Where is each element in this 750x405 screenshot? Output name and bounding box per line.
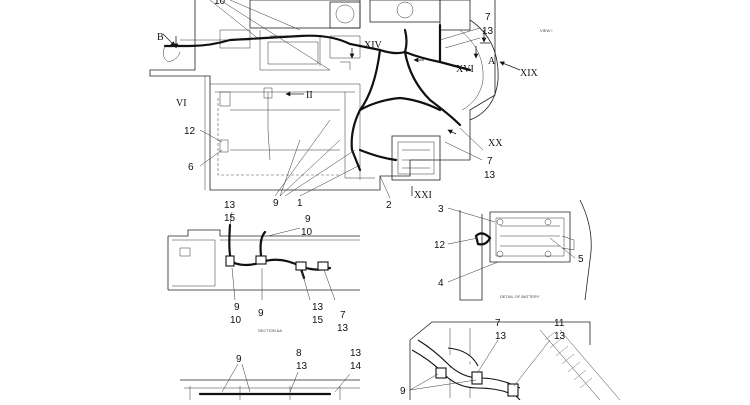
section-aa-view bbox=[167, 211, 360, 301]
callout-6-left: 6 bbox=[188, 162, 194, 173]
callout-8-bottom: 8 bbox=[296, 348, 302, 359]
callout-12-battery: 12 bbox=[434, 240, 446, 251]
view-marker-a: A bbox=[488, 56, 496, 67]
callout-13-section-b: 13 bbox=[312, 302, 324, 313]
callout-14-bottom: 14 bbox=[350, 361, 362, 372]
callout-13-mid: 13 bbox=[484, 170, 496, 181]
callout-9-main: 9 bbox=[273, 198, 279, 209]
callout-15-section-b: 15 bbox=[312, 315, 324, 326]
callout-13-section-c: 13 bbox=[337, 323, 349, 334]
view-marker-ii: II bbox=[306, 90, 313, 101]
callout-5-battery: 5 bbox=[578, 254, 584, 265]
view-marker-xix: XIX bbox=[520, 68, 539, 79]
main-view bbox=[149, 0, 521, 199]
callout-7-section: 7 bbox=[340, 310, 346, 321]
section-aa-label: SECTION AA bbox=[258, 328, 282, 333]
callout-13-section: 13 bbox=[224, 200, 236, 211]
callout-9-bottom: 9 bbox=[236, 354, 242, 365]
callout-7-hose: 7 bbox=[495, 318, 501, 329]
hose-detail-view bbox=[409, 321, 621, 401]
callout-3-battery: 3 bbox=[438, 204, 444, 215]
callout-9-hose: 9 bbox=[400, 386, 406, 397]
callout-15-section: 15 bbox=[224, 213, 236, 224]
view-marker-xiv: XIV bbox=[364, 40, 383, 51]
battery-detail-label: DETAIL OF BATTERY bbox=[500, 294, 540, 299]
callout-2-main: 2 bbox=[386, 200, 392, 211]
callout-11-hose: 11 bbox=[554, 318, 565, 329]
callout-12-left: 12 bbox=[184, 126, 196, 137]
callout-10-section-b: 10 bbox=[230, 315, 242, 326]
callout-7-mid: 7 bbox=[487, 156, 493, 167]
callout-13-bottom: 13 bbox=[296, 361, 308, 372]
callout-9-section-c: 9 bbox=[258, 308, 264, 319]
callout-10-top: 10 bbox=[214, 0, 226, 7]
callout-9-section-a: 9 bbox=[305, 214, 311, 225]
view-marker-xxi: XXI bbox=[414, 190, 432, 201]
callout-13-hose: 13 bbox=[495, 331, 507, 342]
callout-13-top: 13 bbox=[482, 26, 494, 37]
battery-detail-view bbox=[447, 199, 592, 301]
callout-7-top: 7 bbox=[485, 12, 491, 23]
callout-13-bottom-b: 13 bbox=[350, 348, 362, 359]
view-marker-xvi: XVI bbox=[456, 64, 474, 75]
bottom-partial-view bbox=[180, 363, 360, 400]
callout-10-section-a: 10 bbox=[301, 227, 313, 238]
view-marker-xx: XX bbox=[488, 138, 503, 149]
callout-13-hose-b: 13 bbox=[554, 331, 566, 342]
view-marker-b: B bbox=[157, 32, 164, 43]
view-marker-vi: VI bbox=[176, 98, 187, 109]
callout-1-main: 1 bbox=[297, 198, 303, 209]
callout-4-battery: 4 bbox=[438, 278, 444, 289]
view-i-label: VIEW I bbox=[540, 28, 552, 33]
callout-9-section-b: 9 bbox=[234, 302, 240, 313]
